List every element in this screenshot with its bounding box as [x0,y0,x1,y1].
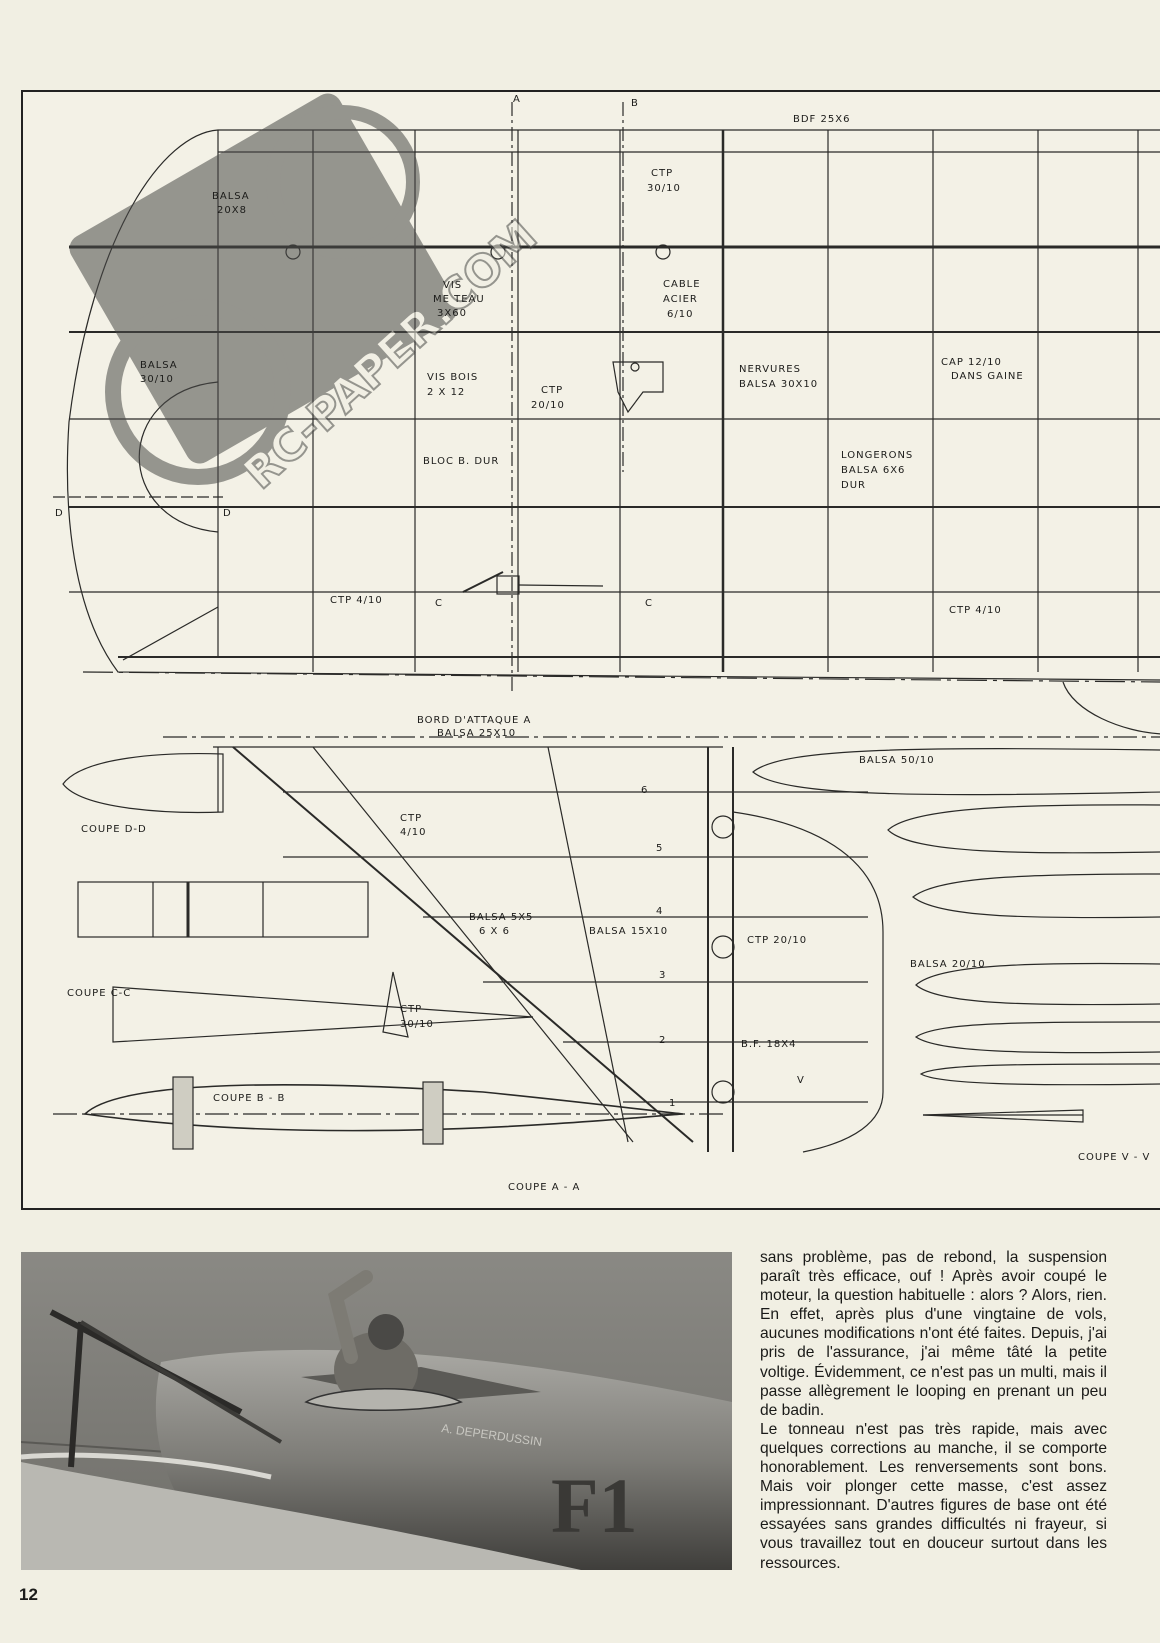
label-cable-3: 6/10 [667,309,693,320]
label-bord-1: BORD D'ATTAQUE A [417,715,531,726]
label-ctp-2: 30/10 [647,183,681,194]
label-ctp-b-2: 30/10 [400,1019,434,1030]
label-vis-bois-1: VIS BOIS [427,372,478,383]
label-ctp-20-2: 20/10 [531,400,565,411]
wing-outline [66,129,1160,681]
label-ctp-c-1: CTP [400,813,422,824]
label-vis-bois-2: 2 X 12 [427,387,465,398]
label-vis-2: ME TEAU [433,294,485,305]
label-coupe-dd: COUPE D-D [81,824,147,835]
article-text: sans problème, pas de rebond, la suspens… [760,1248,1107,1573]
label-longerons-2: BALSA 6X6 [841,465,905,476]
label-balsa-20x8-1: BALSA [212,191,250,202]
plan-drawing: RC-PAPER.COM A B BDF 25X6 BALSA 20X8 CTP… [21,90,1160,1210]
label-coupe-bb: COUPE B - B [213,1093,285,1104]
label-balsa-5x5-2: 6 X 6 [479,926,510,937]
label-coupe-cc: COUPE C-C [67,988,131,999]
label-balsa-20-10: BALSA 20/10 [910,959,986,970]
label-ctp-c-2: 4/10 [400,827,426,838]
article-paragraph-1: sans problème, pas de rebond, la suspens… [760,1249,1107,1419]
label-section-v: V [797,1075,805,1086]
label-cable-1: CABLE [663,279,701,290]
rib-number-1: 1 [669,1098,676,1109]
label-ctp-4-10-b: CTP 4/10 [949,605,1002,616]
label-ctp-b-1: CTP [400,1004,422,1015]
label-cap-1: CAP 12/10 [941,357,1002,368]
label-section-a: A [513,94,521,105]
article-paragraph-2: Le tonneau n'est pas très rapide, mais a… [760,1420,1107,1572]
airplane-photo-svg: F1 A. DEPERDUSSIN [21,1252,732,1570]
wing-plan-svg: RC-PAPER.COM A B BDF 25X6 BALSA 20X8 CTP… [53,93,1160,1193]
rib-number-5: 5 [656,843,663,854]
label-balsa-20x8-2: 20X8 [217,205,247,216]
label-longerons-1: LONGERONS [841,450,913,461]
label-balsa-5x5-1: BALSA 5X5 [469,912,533,923]
label-section-d-left: D [55,508,64,519]
label-ctp-1: CTP [651,168,673,179]
label-longerons-3: DUR [841,480,866,491]
page-number: 12 [19,1585,38,1604]
label-coupe-aa: COUPE A - A [508,1182,580,1193]
rib-number-3: 3 [659,970,666,981]
label-section-d-right: D [223,508,232,519]
rib-number-6: 6 [641,785,648,796]
label-nervures-2: BALSA 30X10 [739,379,818,390]
label-balsa-30-10-1: BALSA [140,360,178,371]
rib-number-4: 4 [656,906,663,917]
label-cap-2: DANS GAINE [951,371,1024,382]
label-ctp-20-b: CTP 20/10 [747,935,807,946]
fuselage-marking: F1 [551,1462,638,1549]
label-bord-2: BALSA 25X10 [437,728,516,739]
label-vis-3: 3X60 [437,308,467,319]
label-ctp-20-1: CTP [541,385,563,396]
label-nervures-1: NERVURES [739,364,801,375]
rib-number-2: 2 [659,1035,666,1046]
label-balsa-15x10: BALSA 15X10 [589,926,668,937]
label-bdf: BDF 25X6 [793,114,850,125]
label-ctp-4-10-a: CTP 4/10 [330,595,383,606]
label-section-c-right: C [645,598,653,609]
airplane-photo: F1 A. DEPERDUSSIN [21,1252,732,1570]
label-section-c-left: C [435,598,443,609]
label-balsa-30-10-2: 30/10 [140,374,174,385]
label-cable-2: ACIER [663,294,698,305]
label-section-b: B [631,98,639,109]
label-balsa-50-10: BALSA 50/10 [859,755,935,766]
label-vis-1: VIS [443,280,462,291]
label-coupe-vv: COUPE V - V [1078,1152,1150,1163]
label-bf: B.F. 18X4 [741,1039,796,1050]
label-bloc: BLOC B. DUR [423,456,499,467]
